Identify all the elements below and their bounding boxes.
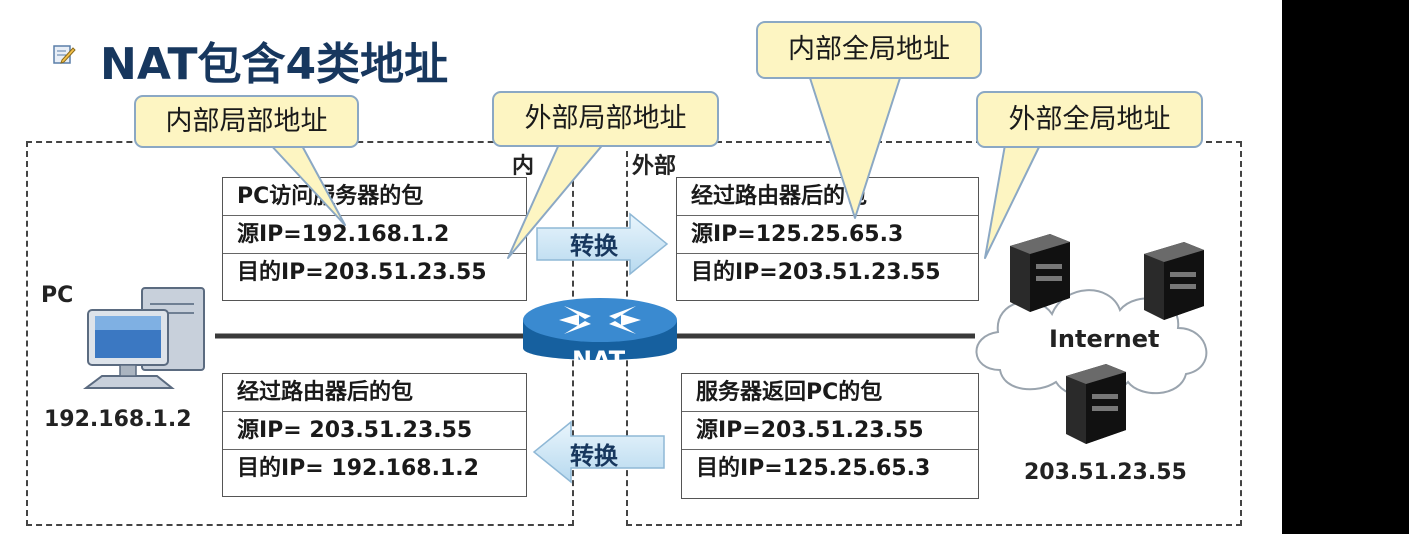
pc-label: PC xyxy=(41,283,74,308)
callout-outside-local: 外部局部地址 xyxy=(492,91,719,147)
packet-after-router-inbound: 经过路由器后的包 源IP= 203.51.23.55 目的IP= 192.168… xyxy=(222,373,527,497)
packet-source-ip: 源IP=203.51.23.55 xyxy=(682,411,978,449)
pc-ip-address: 192.168.1.2 xyxy=(44,407,192,432)
packet-destination-ip: 目的IP=203.51.23.55 xyxy=(223,253,526,291)
packet-source-ip: 源IP=125.25.65.3 xyxy=(677,215,978,253)
slide: NAT包含4类地址 内 外部 PC访问服务器的包 源IP=192.168.1.2… xyxy=(0,0,1282,534)
packet-destination-ip: 目的IP=125.25.65.3 xyxy=(682,449,978,487)
router-label: NAT xyxy=(572,346,626,374)
packet-after-router-outbound: 经过路由器后的包 源IP=125.25.65.3 目的IP=203.51.23.… xyxy=(676,177,979,301)
return-arrow xyxy=(532,420,665,484)
packet-server-to-pc: 服务器返回PC的包 源IP=203.51.23.55 目的IP=125.25.6… xyxy=(681,373,979,499)
packet-destination-ip: 目的IP= 192.168.1.2 xyxy=(223,449,526,487)
notepad-pencil-icon xyxy=(53,45,76,64)
packet-header: 服务器返回PC的包 xyxy=(696,380,883,405)
packet-source-ip: 源IP= 203.51.23.55 xyxy=(223,411,526,449)
callout-outside-global: 外部全局地址 xyxy=(976,91,1203,148)
server-icon xyxy=(1066,364,1126,444)
packet-header: 经过路由器后的包 xyxy=(237,380,414,405)
server-icon xyxy=(1010,234,1070,312)
inside-zone-label: 内 xyxy=(510,148,537,180)
packet-header: 经过路由器后的包 xyxy=(691,184,868,209)
internet-label: Internet xyxy=(1049,325,1160,353)
return-arrow-label: 转换 xyxy=(570,442,618,470)
forward-arrow-label: 转换 xyxy=(570,232,618,260)
callout-tails xyxy=(267,77,1041,259)
page-title: NAT包含4类地址 xyxy=(100,39,449,90)
server-icon xyxy=(1144,242,1204,320)
forward-arrow xyxy=(536,212,669,276)
packet-destination-ip: 目的IP=203.51.23.55 xyxy=(677,253,978,291)
router-icon xyxy=(523,298,677,360)
packet-source-ip: 源IP=192.168.1.2 xyxy=(223,215,526,253)
callout-inside-local: 内部局部地址 xyxy=(134,95,359,148)
callout-inside-global: 内部全局地址 xyxy=(756,21,982,79)
outside-zone-label: 外部 xyxy=(630,148,679,180)
internet-ip-address: 203.51.23.55 xyxy=(1024,460,1187,485)
pc-icon xyxy=(83,287,205,389)
